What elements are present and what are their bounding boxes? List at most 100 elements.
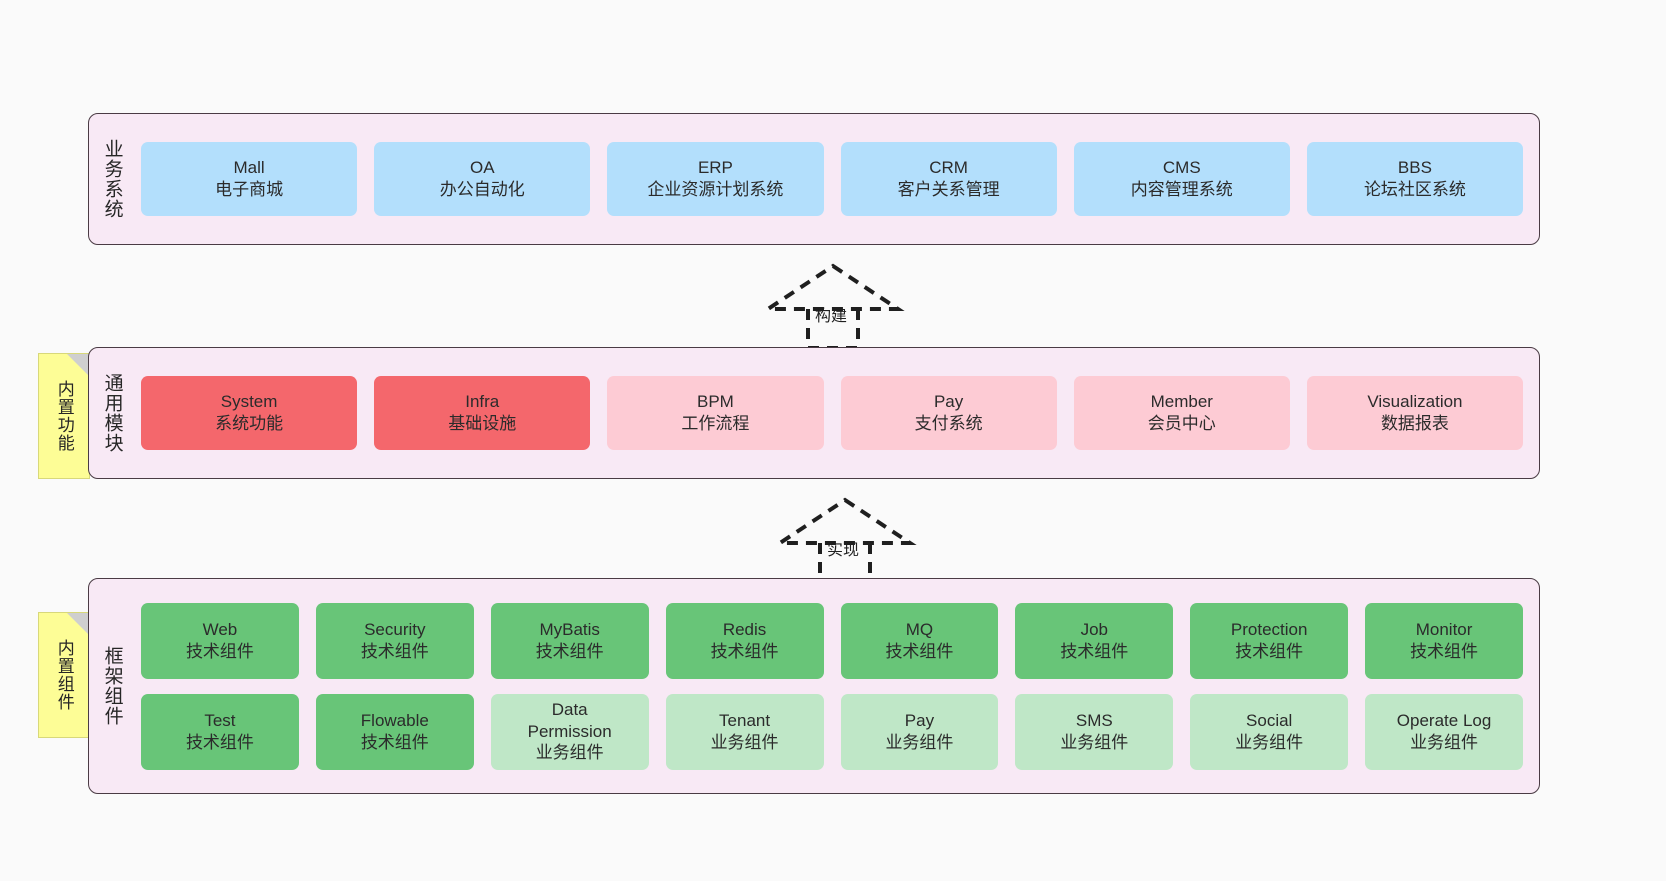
component-name: Web xyxy=(202,619,238,639)
component-name: Social xyxy=(1246,710,1293,730)
component-type: 业务组件 xyxy=(1060,732,1129,752)
component-name: SMS xyxy=(1075,710,1113,730)
component-card-monitor[interactable]: Monitor 技术组件 xyxy=(1365,602,1523,679)
layer-body-common-modules: System 系统功能 Infra 基础设施 BPM 工作流程 Pay 支付系统… xyxy=(135,348,1539,478)
module-subtitle: 内容管理系统 xyxy=(1130,180,1233,199)
framework-row-business: Test 技术组件 Flowable 技术组件 Data Permission … xyxy=(141,693,1523,770)
component-name: MQ xyxy=(905,619,934,639)
component-card-mq[interactable]: MQ 技术组件 xyxy=(840,602,999,679)
component-type: 技术组件 xyxy=(360,641,429,661)
module-card-member[interactable]: Member 会员中心 xyxy=(1073,376,1290,450)
component-card-redis[interactable]: Redis 技术组件 xyxy=(665,602,824,679)
module-subtitle: 客户关系管理 xyxy=(897,180,1000,199)
module-name: System xyxy=(220,392,278,412)
component-type: 技术组件 xyxy=(1410,641,1479,661)
component-name: Test xyxy=(204,710,236,730)
module-card-infra[interactable]: Infra 基础设施 xyxy=(374,376,591,450)
build-arrow: 构建 xyxy=(758,262,908,350)
module-subtitle: 数据报表 xyxy=(1380,414,1449,433)
component-card-sms[interactable]: SMS 业务组件 xyxy=(1015,693,1174,770)
layer-title-business-systems: 业务系统 xyxy=(101,139,123,219)
module-name: OA xyxy=(469,158,495,178)
component-card-mybatis[interactable]: MyBatis 技术组件 xyxy=(490,602,649,679)
component-type: 技术组件 xyxy=(185,641,254,661)
component-card-flowable[interactable]: Flowable 技术组件 xyxy=(315,693,474,770)
module-subtitle: 支付系统 xyxy=(914,414,983,433)
common-modules-row: System 系统功能 Infra 基础设施 BPM 工作流程 Pay 支付系统… xyxy=(141,376,1524,450)
component-type: 技术组件 xyxy=(360,732,429,752)
module-name: Infra xyxy=(465,392,500,412)
module-subtitle: 基础设施 xyxy=(448,414,517,433)
component-name: Tenant xyxy=(719,710,771,730)
module-subtitle: 办公自动化 xyxy=(439,180,525,199)
module-card-pay[interactable]: Pay 支付系统 xyxy=(840,376,1057,450)
component-type: 业务组件 xyxy=(535,743,604,763)
component-type: 业务组件 xyxy=(1235,732,1304,752)
layer-title-common-modules: 通用模块 xyxy=(101,373,123,453)
module-subtitle: 会员中心 xyxy=(1147,414,1216,433)
component-card-data-permission[interactable]: Data Permission 业务组件 xyxy=(490,693,649,770)
layer-title-framework-components: 框架组件 xyxy=(101,646,123,726)
module-card-crm[interactable]: CRM 客户关系管理 xyxy=(840,142,1057,216)
framework-row-technical: Web 技术组件 Security 技术组件 MyBatis 技术组件 Redi… xyxy=(141,602,1523,679)
component-card-operate-log[interactable]: Operate Log 业务组件 xyxy=(1365,693,1523,770)
business-systems-row: Mall 电子商城 OA 办公自动化 ERP 企业资源计划系统 CRM 客户关系… xyxy=(141,142,1524,216)
module-card-bpm[interactable]: BPM 工作流程 xyxy=(607,376,824,450)
component-type: 技术组件 xyxy=(885,641,954,661)
component-card-social[interactable]: Social 业务组件 xyxy=(1190,693,1349,770)
component-name: Monitor xyxy=(1415,619,1473,639)
module-name: Mall xyxy=(233,158,265,178)
component-name: Operate Log xyxy=(1396,710,1492,730)
note-fold-corner-icon xyxy=(67,354,89,376)
implement-arrow: 实现 xyxy=(770,496,920,584)
module-card-system[interactable]: System 系统功能 xyxy=(141,376,358,450)
layer-common-modules: 通用模块 System 系统功能 Infra 基础设施 BPM 工作流程 Pay… xyxy=(88,347,1540,479)
component-type: 业务组件 xyxy=(885,732,954,752)
component-card-pay[interactable]: Pay 业务组件 xyxy=(840,693,999,770)
component-name: Redis xyxy=(722,619,767,639)
module-subtitle: 企业资源计划系统 xyxy=(647,180,784,199)
note-label: 内置组件 xyxy=(54,639,74,711)
module-subtitle: 论坛社区系统 xyxy=(1363,180,1466,199)
module-name: ERP xyxy=(697,158,733,178)
component-name: Flowable xyxy=(360,710,429,730)
module-card-oa[interactable]: OA 办公自动化 xyxy=(374,142,591,216)
component-card-web[interactable]: Web 技术组件 xyxy=(141,602,299,679)
layer-body-business-systems: Mall 电子商城 OA 办公自动化 ERP 企业资源计划系统 CRM 客户关系… xyxy=(135,114,1539,244)
module-name: Visualization xyxy=(1367,392,1463,412)
component-type: 技术组件 xyxy=(1060,641,1129,661)
module-name: CMS xyxy=(1162,158,1201,178)
note-builtin-components: 内置组件 xyxy=(38,612,90,738)
implement-arrow-label: 实现 xyxy=(827,542,860,559)
component-card-job[interactable]: Job 技术组件 xyxy=(1015,602,1174,679)
module-name: BBS xyxy=(1397,158,1432,178)
module-card-bbs[interactable]: BBS 论坛社区系统 xyxy=(1306,142,1524,216)
component-type: 业务组件 xyxy=(710,732,779,752)
module-card-cms[interactable]: CMS 内容管理系统 xyxy=(1073,142,1290,216)
note-label: 内置功能 xyxy=(54,380,74,452)
module-subtitle: 工作流程 xyxy=(681,414,750,433)
component-card-tenant[interactable]: Tenant 业务组件 xyxy=(665,693,824,770)
module-subtitle: 电子商城 xyxy=(215,180,284,199)
layer-framework-components: 框架组件 Web 技术组件 Security 技术组件 MyBatis 技术组件… xyxy=(88,578,1540,794)
note-fold-corner-icon xyxy=(67,613,89,635)
component-name: Security xyxy=(364,619,426,639)
module-card-erp[interactable]: ERP 企业资源计划系统 xyxy=(607,142,824,216)
component-name: MyBatis xyxy=(539,619,600,639)
component-card-protection[interactable]: Protection 技术组件 xyxy=(1190,602,1349,679)
component-type: 技术组件 xyxy=(535,641,604,661)
component-card-test[interactable]: Test 技术组件 xyxy=(141,693,299,770)
layer-body-framework-components: Web 技术组件 Security 技术组件 MyBatis 技术组件 Redi… xyxy=(135,579,1539,793)
component-card-security[interactable]: Security 技术组件 xyxy=(315,602,474,679)
component-name: Pay xyxy=(904,710,935,730)
module-card-visualization[interactable]: Visualization 数据报表 xyxy=(1306,376,1524,450)
component-type: 技术组件 xyxy=(1235,641,1304,661)
component-name: Job xyxy=(1080,619,1109,639)
component-name: Data Permission xyxy=(527,699,612,741)
module-card-mall[interactable]: Mall 电子商城 xyxy=(141,142,358,216)
build-arrow-label: 构建 xyxy=(815,308,848,325)
component-type: 技术组件 xyxy=(710,641,779,661)
component-type: 技术组件 xyxy=(185,732,254,752)
note-builtin-functions: 内置功能 xyxy=(38,353,90,479)
